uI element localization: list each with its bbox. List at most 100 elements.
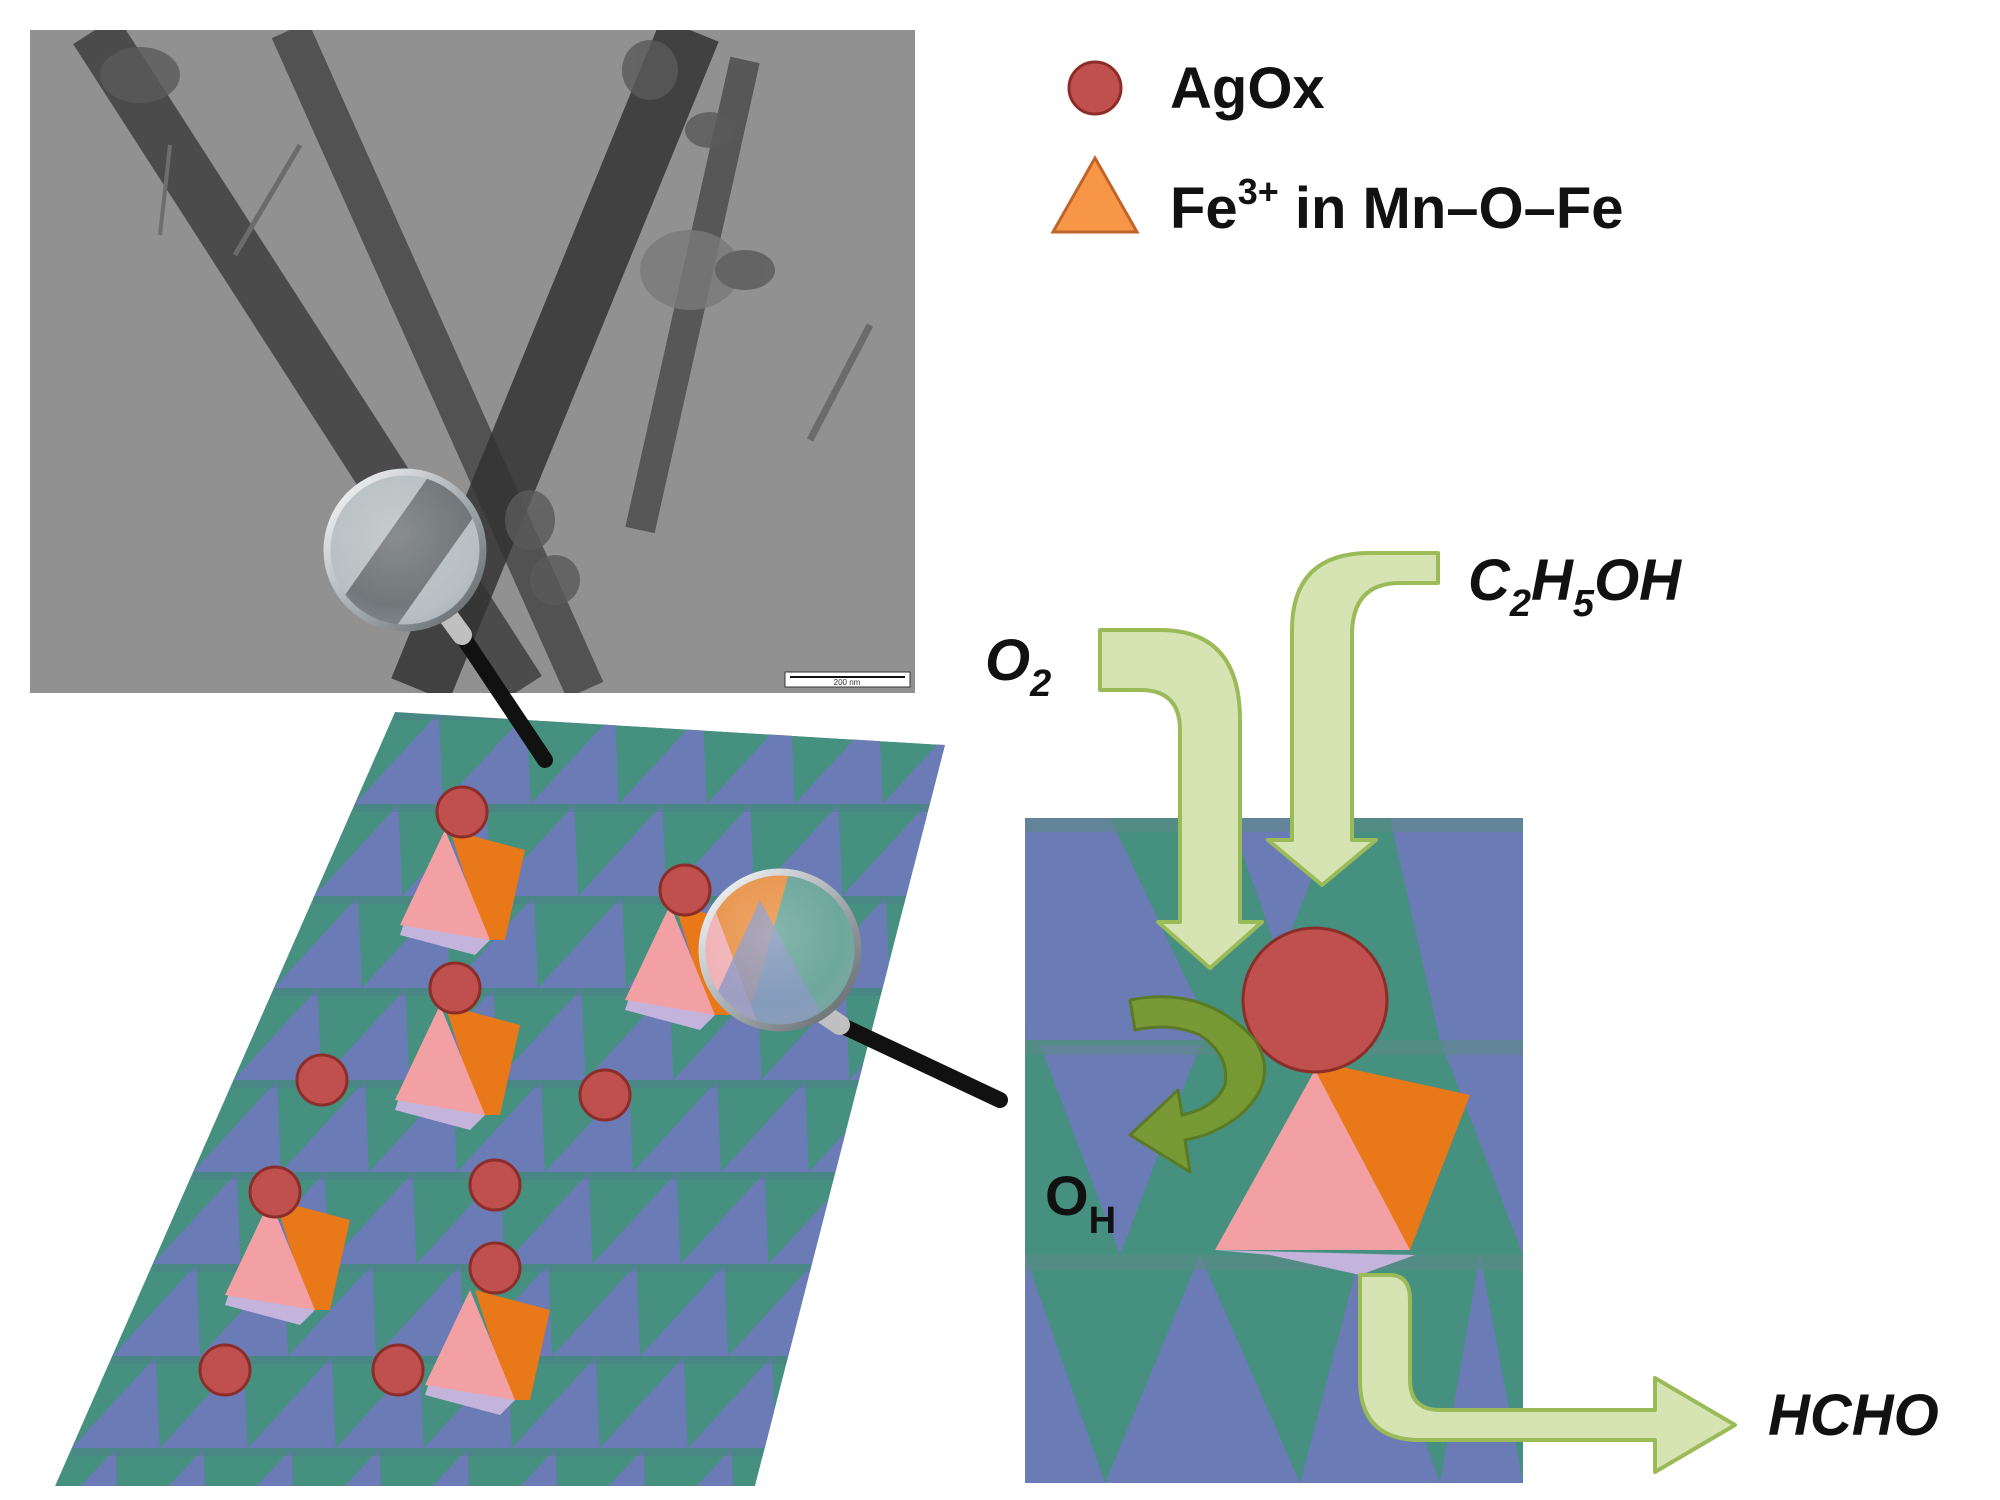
zoom-octahedra xyxy=(1025,818,1523,1483)
octahedron xyxy=(456,1080,545,1172)
octahedron xyxy=(185,896,274,988)
octahedron xyxy=(207,1448,296,1486)
row-edge xyxy=(395,712,945,720)
octahedron xyxy=(328,1172,417,1264)
octahedron xyxy=(247,1356,336,1448)
octahedron xyxy=(687,1356,776,1448)
octahedron xyxy=(552,1264,641,1356)
magnifier-icon-lattice xyxy=(698,868,1008,1108)
ethanol-flow-arrow-icon xyxy=(1266,551,1440,887)
octahedron xyxy=(145,988,234,1080)
octahedron xyxy=(971,712,1059,804)
octahedron xyxy=(618,712,707,804)
agox-particle xyxy=(371,1343,425,1397)
octahedron xyxy=(511,1356,600,1448)
octahedron xyxy=(856,1172,945,1264)
octahedron xyxy=(55,1448,120,1486)
octahedron xyxy=(471,1448,560,1486)
octahedron xyxy=(937,988,945,1080)
octahedron xyxy=(104,1080,193,1172)
agox-particle xyxy=(295,1053,349,1107)
agox-particle xyxy=(658,863,712,917)
zoom-panel xyxy=(1025,818,1523,1483)
octahedron xyxy=(680,1172,769,1264)
octahedron xyxy=(119,1448,208,1486)
scale-bar-label: 200 nm xyxy=(834,678,861,687)
legend-agox-label: AgOx xyxy=(1170,56,1325,121)
legend: AgOx Fe3+ in Mn–O–Fe xyxy=(1050,56,1624,241)
octahedron xyxy=(314,804,403,896)
o2-flow-arrow-icon xyxy=(1098,628,1264,970)
hcho-flow-arrow-icon xyxy=(1358,1273,1737,1474)
octahedron xyxy=(376,1264,465,1356)
agox-particle xyxy=(198,1343,252,1397)
octahedron xyxy=(842,804,931,896)
legend-fe-marker xyxy=(1050,154,1140,234)
octahedron xyxy=(599,1356,688,1448)
oh-site-label: OH xyxy=(1045,1164,1116,1242)
octahedron xyxy=(192,1080,281,1172)
octahedron xyxy=(559,1448,648,1486)
octahedron xyxy=(720,1080,809,1172)
agox-particle xyxy=(248,1165,302,1219)
octahedron xyxy=(226,804,315,896)
agox-sites xyxy=(198,785,712,1397)
agox-particle xyxy=(435,785,489,839)
octahedron xyxy=(647,1448,736,1486)
fe-site xyxy=(400,830,525,955)
octahedron xyxy=(530,712,619,804)
magnifier-icon-micrograph xyxy=(323,468,553,768)
legend-agox-marker xyxy=(1067,60,1123,116)
scale-bar: 200 nm xyxy=(784,671,911,688)
row-edge xyxy=(71,1448,945,1456)
fe-site xyxy=(425,1290,550,1415)
octahedron xyxy=(295,1448,384,1486)
octahedron xyxy=(266,712,355,804)
octahedron xyxy=(592,1172,681,1264)
octahedron xyxy=(0,1448,31,1500)
octahedron xyxy=(321,988,410,1080)
octahedron xyxy=(640,1264,729,1356)
octahedron xyxy=(442,712,531,804)
row-edge xyxy=(192,1172,945,1180)
fe-site xyxy=(395,1005,520,1130)
octahedron xyxy=(383,1448,472,1486)
octahedron xyxy=(537,896,626,988)
octahedron xyxy=(930,804,945,896)
curved-arrow-icon xyxy=(1128,995,1267,1174)
octahedron xyxy=(578,804,667,896)
octahedron xyxy=(632,1080,721,1172)
octahedron xyxy=(816,1264,905,1356)
octahedron xyxy=(280,1080,369,1172)
octahedron xyxy=(288,1264,377,1356)
octahedron xyxy=(152,1172,241,1264)
row-edge xyxy=(354,804,945,812)
agox-particle xyxy=(468,1241,522,1295)
octahedron xyxy=(273,896,362,988)
octahedron xyxy=(449,896,538,988)
octahedron xyxy=(64,1172,153,1264)
agox-particle xyxy=(428,961,482,1015)
particle-clusters xyxy=(100,40,775,605)
octahedron xyxy=(233,988,322,1080)
row-edge xyxy=(233,1080,945,1088)
octahedron xyxy=(882,712,945,804)
octahedron xyxy=(889,896,945,988)
octahedron xyxy=(728,1264,817,1356)
agox-particle xyxy=(578,1068,632,1122)
hcho-label: HCHO xyxy=(1768,1383,1939,1448)
o2-label: O2 xyxy=(985,628,1051,705)
octahedron xyxy=(1059,712,1147,804)
fe-site xyxy=(225,1200,350,1325)
tem-micrograph: 200 nm xyxy=(30,30,915,693)
legend-fe-label: Fe3+ in Mn–O–Fe xyxy=(1170,171,1624,241)
zoom-fe-site xyxy=(1215,1060,1470,1275)
octahedron xyxy=(706,712,795,804)
octahedron xyxy=(112,1264,201,1356)
octahedron xyxy=(775,1356,864,1448)
octahedron xyxy=(504,1172,593,1264)
zoom-agox-particle xyxy=(1241,926,1389,1074)
agox-particle xyxy=(468,1158,522,1212)
fe-sites xyxy=(225,830,750,1415)
